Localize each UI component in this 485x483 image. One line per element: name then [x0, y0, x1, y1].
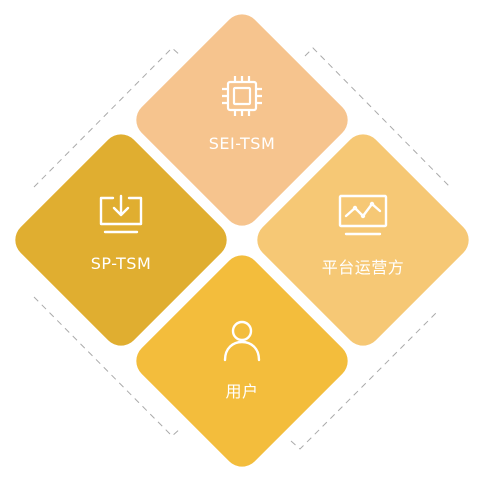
- node-platform-operator: 平台运营方: [283, 192, 443, 278]
- node-label: SP-TSM: [90, 254, 152, 273]
- node-label: 平台运营方: [321, 258, 405, 277]
- node-sei-tsm: SEI-TSM: [162, 72, 322, 153]
- node-label: SEI-TSM: [208, 134, 276, 153]
- node-user: 用户: [162, 316, 322, 402]
- user-icon: [223, 320, 261, 362]
- chip-icon: [222, 76, 262, 116]
- node-sp-tsm: SP-TSM: [41, 192, 201, 273]
- chart-monitor-icon: [338, 194, 388, 236]
- node-label: 用户: [225, 382, 259, 401]
- download-monitor-icon: [99, 194, 143, 234]
